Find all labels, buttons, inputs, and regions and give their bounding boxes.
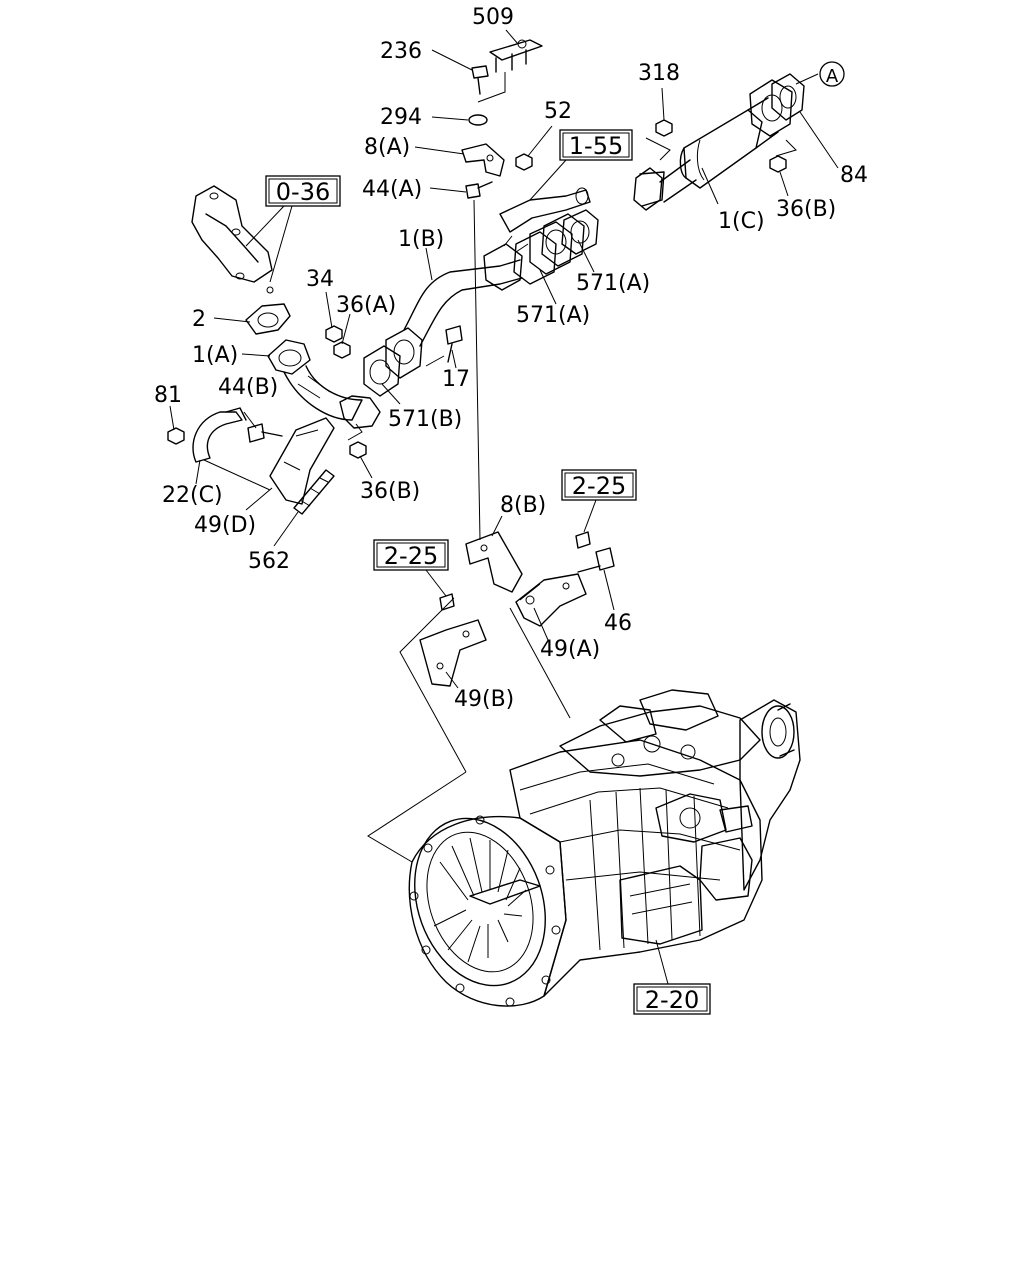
label-22c: 22(C)	[162, 483, 223, 508]
label-294: 294	[380, 105, 422, 130]
label-1c: 1(C)	[718, 209, 765, 234]
part-509-clamp	[477, 39, 543, 103]
part-1-55-flange	[499, 187, 591, 233]
ref-2-25-left-label: 2-25	[384, 542, 438, 570]
ref-box-2-20: 2-20	[633, 983, 711, 1015]
label-1a: 1(A)	[192, 343, 238, 368]
label-46: 46	[604, 611, 632, 636]
ref-2-25-right-label: 2-25	[572, 472, 626, 500]
ref-box-2-25-left: 2-25	[373, 539, 449, 571]
part-318-nut	[655, 119, 673, 137]
part-22c-clamp	[192, 407, 247, 463]
part-571b-gasket	[363, 327, 423, 397]
ref-box-0-36: 0-36	[265, 175, 341, 207]
part-84-gasket	[771, 73, 805, 121]
label-49a: 49(A)	[540, 637, 600, 662]
label-52: 52	[544, 99, 572, 124]
part-49d-bracket	[269, 417, 335, 505]
part-236-bolt	[471, 65, 489, 95]
reference-boxes: 0-36 1-55 2-25 2-25 2-20	[265, 129, 711, 1015]
part-52-nut	[515, 153, 533, 171]
part-49b-bracket	[419, 619, 487, 687]
part-1b-pipe	[403, 235, 529, 347]
label-509: 509	[472, 5, 514, 30]
circle-a-label: A	[826, 66, 839, 87]
label-17: 17	[442, 367, 470, 392]
label-236: 236	[380, 39, 422, 64]
part-34-washer	[325, 325, 343, 343]
label-84: 84	[840, 163, 868, 188]
part-571a-gaskets	[513, 209, 599, 285]
label-81: 81	[154, 383, 182, 408]
label-1b: 1(B)	[398, 227, 444, 252]
part-exhaust-manifold	[191, 185, 274, 294]
part-36b-nut-top	[769, 155, 787, 173]
part-46-bolt	[577, 547, 615, 573]
label-44a: 44(A)	[362, 177, 422, 202]
label-49b: 49(B)	[454, 687, 514, 712]
part-36b-nut-mid	[349, 441, 367, 459]
label-8b: 8(B)	[500, 493, 546, 518]
ref-box-2-25-right: 2-25	[561, 469, 637, 501]
label-571a-lower: 571(A)	[516, 303, 590, 328]
part-17-bolt	[445, 325, 463, 363]
part-294-washer	[468, 114, 488, 126]
label-34: 34	[306, 267, 334, 292]
part-8a-bracket	[461, 143, 505, 177]
part-49a-bracket	[515, 573, 587, 627]
label-49d: 49(D)	[194, 513, 256, 538]
transmission-assembly	[408, 689, 801, 1007]
label-36b-mid: 36(B)	[360, 479, 420, 504]
part-bolt-2-25-right	[575, 531, 591, 549]
circle-a-marker: A	[819, 61, 845, 87]
part-bolt-2-25-left	[439, 593, 455, 611]
label-8a: 8(A)	[364, 135, 410, 160]
leader-lines	[169, 29, 839, 985]
part-562-clip	[293, 469, 335, 515]
label-571b: 571(B)	[388, 407, 462, 432]
ref-box-1-55: 1-55	[559, 129, 633, 161]
part-1a-front-pipe	[267, 339, 381, 429]
label-44b: 44(B)	[218, 375, 278, 400]
part-44a-bolt	[465, 181, 493, 199]
label-562: 562	[248, 549, 290, 574]
label-2: 2	[192, 307, 206, 332]
label-571a-right: 571(A)	[576, 271, 650, 296]
part-81-nut	[167, 427, 185, 445]
ref-2-20-label: 2-20	[645, 986, 699, 1014]
label-36a: 36(A)	[336, 293, 396, 318]
label-318: 318	[638, 61, 680, 86]
part-2-gasket	[245, 303, 291, 335]
part-8b-bracket	[465, 531, 523, 593]
ref-1-55-label: 1-55	[569, 132, 623, 160]
ref-0-36-label: 0-36	[276, 178, 330, 206]
part-1c-muffler	[633, 79, 793, 211]
part-36a-nut	[333, 341, 351, 359]
part-44b-bolt	[247, 423, 283, 443]
part-labels: 509 236 294 52 8(A) 44(A) 1(B) 318 84 1(…	[154, 5, 868, 712]
label-36b-top: 36(B)	[776, 197, 836, 222]
